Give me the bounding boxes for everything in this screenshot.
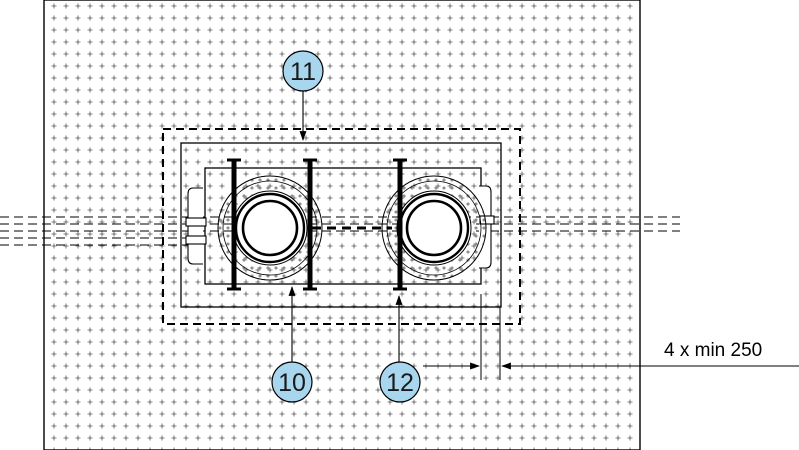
concrete-slab [43,0,641,450]
steel-beam-1 [227,158,241,291]
left-chamber [217,175,323,281]
left-fitting [185,187,207,265]
right-chamber [381,175,487,281]
callout-12-label: 12 [386,369,414,397]
pit-boundary-dashed [162,128,521,325]
dimension-label: 4 x min 250 [664,340,762,361]
callout-10: 10 [271,361,313,403]
callout-10-label: 10 [278,369,306,397]
callout-11-label: 11 [290,58,316,86]
callout-11: 11 [282,50,324,92]
callout-12: 12 [379,361,421,403]
dimension-extension-lines [480,294,501,380]
pipe-lines [0,216,680,246]
steel-beam-2 [303,158,317,291]
steel-beams [227,158,407,291]
steel-beam-3 [393,158,407,291]
pit-outer-wall [180,142,502,308]
